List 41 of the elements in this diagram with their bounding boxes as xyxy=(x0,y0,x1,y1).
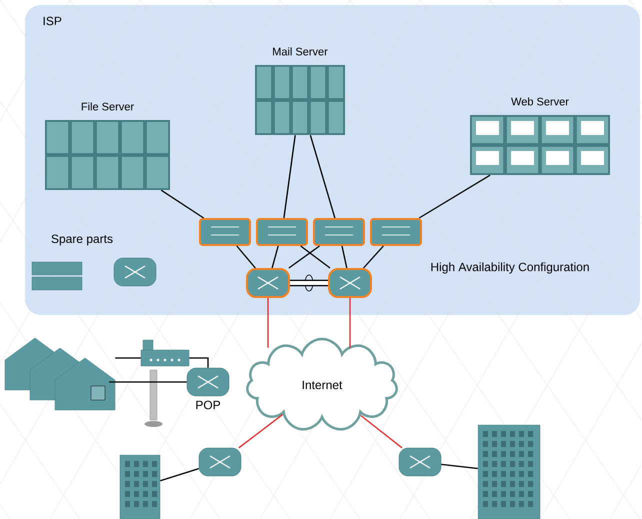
building-icon xyxy=(478,424,540,519)
node-caption: POP xyxy=(196,400,220,410)
connector-line xyxy=(238,414,283,448)
connector-line xyxy=(341,246,348,268)
connector-line xyxy=(283,135,296,218)
switch-icon xyxy=(370,218,422,246)
switch-icon xyxy=(199,218,251,246)
label-text: High Availability Configuration xyxy=(431,262,589,274)
router-icon xyxy=(398,448,442,476)
connector-line xyxy=(189,357,209,368)
node-heading: File Server xyxy=(82,102,134,110)
connector-line xyxy=(349,298,351,348)
connector-line xyxy=(363,246,384,268)
internet-cloud: Internet xyxy=(246,338,398,431)
node-heading: Mail Server xyxy=(273,47,328,56)
router-icon xyxy=(246,268,290,298)
connector-line xyxy=(272,246,279,268)
region-title: ISP xyxy=(44,16,62,26)
houses-drawing xyxy=(4,338,116,410)
router-icon xyxy=(198,448,242,476)
connector-line xyxy=(441,464,478,470)
connector-line xyxy=(236,246,256,268)
router-icon xyxy=(328,268,372,298)
connector-line xyxy=(160,190,204,219)
modem-icon xyxy=(140,340,190,366)
switch-icon xyxy=(256,218,308,246)
building-icon xyxy=(120,454,160,519)
connector-line xyxy=(310,135,336,218)
connector-line xyxy=(288,245,320,269)
connector-line xyxy=(290,280,328,286)
connector-line xyxy=(160,468,199,482)
node-heading: Web Server xyxy=(511,97,569,106)
switch-icon xyxy=(313,218,365,246)
connector-line xyxy=(360,415,402,448)
connector-line xyxy=(300,245,330,269)
router-icon xyxy=(186,368,230,396)
label-text: Spare parts xyxy=(52,234,113,246)
connector-line xyxy=(109,381,187,383)
connector-line xyxy=(418,174,490,219)
connector-line xyxy=(267,298,269,348)
connector-line xyxy=(115,357,141,359)
